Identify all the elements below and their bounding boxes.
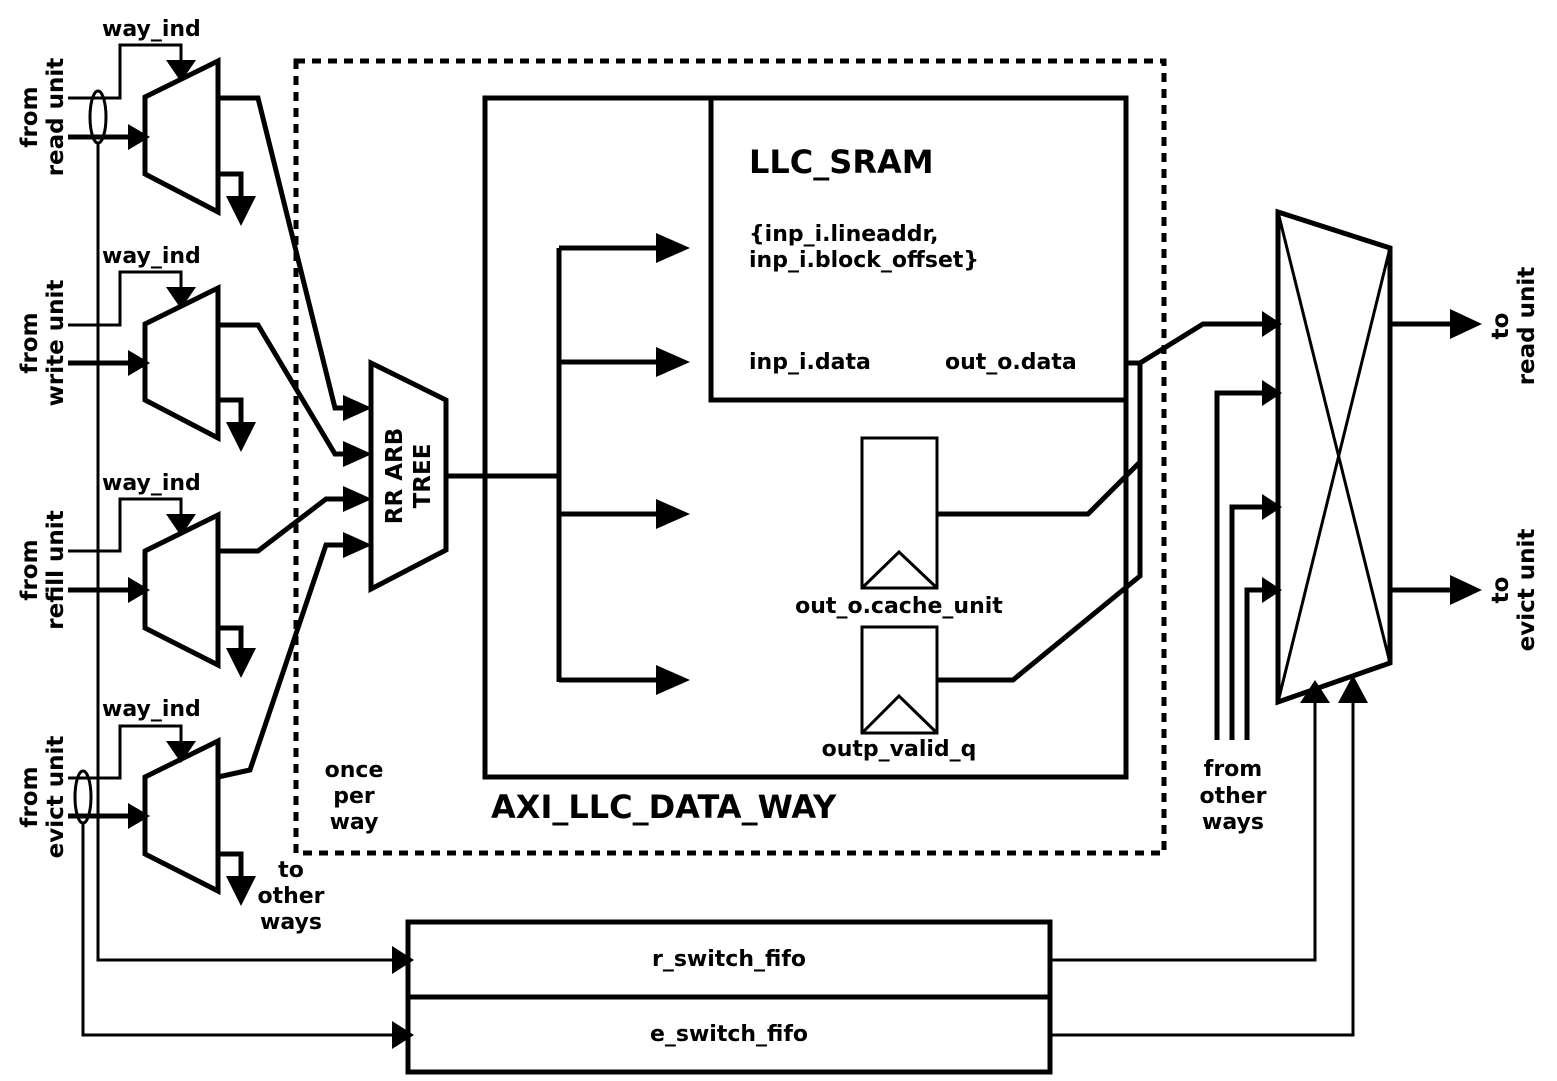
- source-refill-line2: refill unit: [43, 510, 69, 629]
- source-evict-line1: from: [17, 766, 43, 827]
- sram-addr-line1: {inp_i.lineaddr,: [749, 222, 939, 247]
- input-demux-read: [68, 43, 345, 411]
- output-evict-line1: to: [1488, 577, 1514, 604]
- per-way-boundary: [293, 58, 1167, 856]
- from-other-ways-3: ways: [1202, 810, 1264, 835]
- once-per-way-3: way: [330, 810, 379, 835]
- input-demux-write: [68, 270, 345, 457]
- once-per-way-2: per: [333, 784, 375, 809]
- to-other-ways-3: ways: [260, 910, 322, 935]
- to-other-ways-2: other: [257, 884, 324, 909]
- from-other-ways-2: other: [1199, 784, 1266, 809]
- sram-data-in: inp_i.data: [749, 350, 871, 375]
- data-way-module: [482, 95, 1129, 780]
- arbiter-label-1: RR ARB: [382, 428, 408, 524]
- register-cache-unit: [860, 436, 939, 590]
- to-other-ways-1: to: [278, 858, 304, 883]
- source-evict-line2: evict unit: [43, 736, 69, 859]
- way-ind-label-write: way_ind: [102, 244, 201, 269]
- from-other-ways-1: from: [1204, 757, 1262, 782]
- sram-title: LLC_SRAM: [749, 143, 934, 181]
- rr-arbiter: [368, 358, 449, 594]
- input-demux-evict: [68, 542, 345, 906]
- reg-valid-label: outp_valid_q: [822, 737, 977, 762]
- module-title: AXI_LLC_DATA_WAY: [491, 788, 837, 826]
- output-evict-line2: evict unit: [1514, 529, 1540, 652]
- e-switch-fifo-label: e_switch_fifo: [650, 1022, 808, 1047]
- source-refill-line1: from: [17, 539, 43, 600]
- once-per-way-1: once: [325, 758, 384, 783]
- input-demux-refill: [68, 496, 345, 678]
- source-write-line1: from: [17, 312, 43, 373]
- way-ind-label-read: way_ind: [102, 17, 201, 42]
- reg-cache-unit-label: out_o.cache_unit: [795, 594, 1003, 619]
- sram-data-out: out_o.data: [945, 350, 1077, 375]
- source-read-line1: from: [17, 86, 43, 147]
- sram-addr-line2: inp_i.block_offset}: [749, 248, 979, 273]
- r-switch-fifo-label: r_switch_fifo: [652, 947, 806, 972]
- way-ind-label-evict: way_ind: [102, 697, 201, 722]
- register-valid: [860, 625, 939, 735]
- output-read-line2: read unit: [1514, 267, 1540, 386]
- output-read-line1: to: [1488, 313, 1514, 340]
- llc-sram: [708, 95, 1129, 403]
- source-write-line2: write unit: [43, 280, 69, 407]
- way-ind-label-refill: way_ind: [102, 471, 201, 496]
- arbiter-label-2: TREE: [410, 444, 436, 509]
- source-read-line2: read unit: [43, 58, 69, 177]
